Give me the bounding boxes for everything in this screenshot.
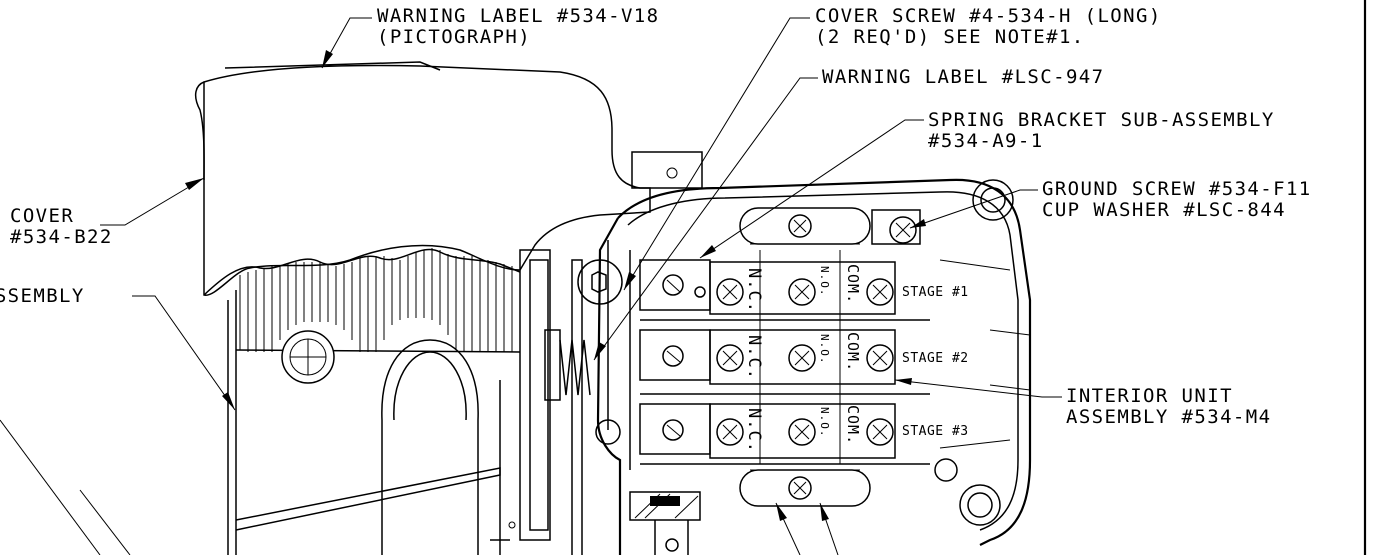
callout-warning-label-lsc: WARNING LABEL #LSC-947	[822, 66, 1105, 88]
leader-lines	[0, 17, 1062, 555]
stage-label-2: STAGE #2	[902, 351, 969, 366]
cover-hatch	[239, 248, 513, 352]
terminal-com-stage-2: COM.	[844, 332, 862, 373]
enclosure-body	[577, 151, 1032, 555]
terminal-no-stage-1: N.O.	[818, 266, 831, 297]
callout-cover: COVER #534-B22	[10, 205, 113, 248]
stage-label-3: STAGE #3	[902, 424, 969, 439]
callout-assembly-left: ASSEMBLY	[0, 285, 85, 307]
spring-mechanism	[499, 249, 591, 555]
lever-housing	[227, 290, 521, 555]
cover-body	[194, 61, 651, 296]
terminal-nc-stage-3: N.C.	[744, 408, 764, 453]
terminal-block	[629, 250, 930, 470]
callout-spring-bracket: SPRING BRACKET SUB-ASSEMBLY #534-A9-1	[928, 109, 1275, 152]
callout-ground-screw: GROUND SCREW #534-F11 CUP WASHER #LSC-84…	[1042, 178, 1312, 221]
terminal-com-stage-3: COM.	[844, 405, 862, 446]
terminal-nc-stage-2: N.C.	[744, 335, 764, 380]
terminal-com-stage-1: COM.	[844, 264, 862, 305]
stage-label-1: STAGE #1	[902, 285, 969, 300]
terminal-no-stage-3: N.O.	[818, 407, 831, 438]
terminal-bridges	[739, 207, 921, 507]
bottom-block	[629, 491, 701, 521]
terminal-nc-stage-1: N.C.	[744, 268, 764, 313]
callout-interior-unit: INTERIOR UNIT ASSEMBLY #534-M4	[1066, 385, 1272, 428]
terminal-no-stage-2: N.O.	[818, 334, 831, 365]
callout-warning-label-pictograph: WARNING LABEL #534-V18 (PICTOGRAPH)	[377, 5, 660, 48]
callout-cover-screw-long: COVER SCREW #4-534-H (LONG) (2 REQ'D) SE…	[815, 5, 1162, 48]
